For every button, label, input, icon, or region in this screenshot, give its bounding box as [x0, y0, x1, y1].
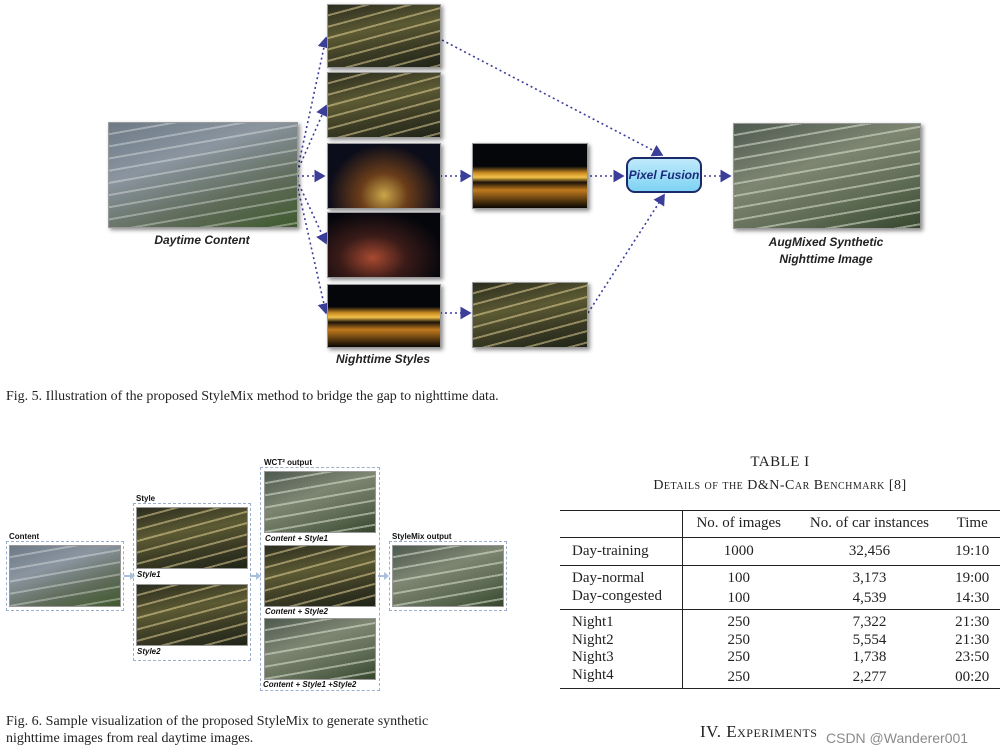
fig6-arrow-3 [378, 572, 389, 580]
fig6-style2-label: Style2 [137, 647, 161, 656]
table-cell: 1000 [723, 542, 754, 559]
table-title: TABLE I [750, 454, 810, 470]
pixel-fusion-box: Pixel Fusion [626, 157, 702, 193]
style3-output-image [472, 143, 588, 209]
fig6-cs2-image [264, 545, 376, 607]
fig6-wct-label: WCT² output [264, 458, 312, 467]
table-cell: 100 [727, 589, 751, 606]
table-cell: 19:00 [955, 570, 990, 586]
fig6-cs12-image [264, 618, 376, 680]
fig6-caption-line2: nighttime images from real daytime image… [6, 731, 254, 746]
table-row: Night1 250 7,322 21:30 [560, 609, 1000, 632]
arrow-to-style4 [296, 179, 328, 245]
style5-output-image [472, 282, 588, 348]
table-cell: 00:20 [955, 668, 990, 685]
table-cell: 5,554 [852, 631, 887, 648]
table-cell: 100 [727, 570, 751, 586]
table-cell: Night4 [560, 666, 683, 689]
fig6-content-label: Content [9, 532, 40, 541]
augmixed-image [733, 123, 921, 229]
table-cell: Night2 [560, 631, 683, 649]
fig6-caption-line1: Fig. 6. Sample visualization of the prop… [6, 714, 429, 729]
table-cell: 23:50 [955, 649, 990, 665]
table-header-row: No. of images No. of car instances Time [560, 510, 1000, 537]
table-subtitle: Details of the D&N-Car Benchmark [8] [653, 478, 907, 493]
arrow-to-style2 [296, 104, 328, 173]
arrow-style1-to-fusion [441, 39, 664, 157]
table-row: Night4 250 2,277 00:20 [560, 666, 1000, 689]
table-cell: Night1 [560, 609, 683, 632]
table-cell: 4,539 [852, 589, 887, 606]
table-cell: Day-training [560, 537, 683, 566]
fig6-style1-label: Style1 [137, 570, 161, 579]
fig6-content-box [6, 541, 124, 611]
nighttime-styles-label: Nighttime Styles [335, 352, 431, 366]
table-row: Day-training 1000 32,456 19:10 [560, 537, 1000, 566]
table-cell: 250 [727, 649, 751, 665]
fig6-content-image [9, 545, 121, 607]
table-cell: Day-normal [560, 565, 683, 588]
table-cell: Day-congested [560, 587, 683, 610]
fig6-stylemix-box [389, 541, 507, 611]
fig5-arrows [296, 36, 732, 320]
fig6-style-box [133, 503, 251, 661]
table-cell: Night3 [560, 649, 683, 667]
table-cell: 19:10 [955, 542, 990, 559]
fig6-cs2-label: Content + Style2 [265, 607, 328, 616]
fig6-arrow-2 [250, 572, 261, 580]
fig6-style-label: Style [136, 494, 156, 503]
table-cell: 21:30 [955, 614, 990, 630]
table-header-cell: Time [956, 515, 988, 531]
augmixed-label-line1: AugMixed Synthetic [768, 235, 884, 249]
table-cell: 21:30 [955, 631, 990, 648]
watermark: CSDN @Wanderer001 [826, 730, 969, 746]
daytime-content-image [108, 122, 298, 228]
style-image-4 [327, 212, 441, 278]
table-cell: 2,277 [852, 668, 887, 685]
table-cell: 250 [727, 668, 751, 685]
arrow-out2-to-fusion [587, 193, 665, 314]
table-cell: 32,456 [848, 542, 891, 559]
table-row: Night3 250 1,738 23:50 [560, 649, 1000, 667]
table-header-cell: No. of car instances [809, 515, 929, 531]
table-header-cell [560, 510, 683, 537]
fig6-wct-box [260, 467, 380, 691]
fig5-caption: Fig. 5. Illustration of the proposed Sty… [6, 389, 499, 404]
daytime-content-label: Daytime Content [154, 233, 250, 247]
arrow-to-style5 [296, 183, 331, 315]
fig6-arrows [124, 572, 389, 580]
fig6-stylemix-image [392, 545, 504, 607]
table-header-cell: No. of images [696, 515, 782, 531]
style-image-3 [327, 143, 441, 209]
table-row: Day-congested 100 4,539 14:30 [560, 587, 1000, 610]
table-cell: 250 [727, 614, 751, 630]
fig6-style2-image [136, 584, 248, 646]
section-heading: IV. Experiments [700, 722, 818, 741]
table-cell: 250 [727, 631, 751, 648]
fig6-style1-image [136, 507, 248, 569]
table-cell: 7,322 [852, 614, 887, 630]
table-row: Day-normal 100 3,173 19:00 [560, 565, 1000, 588]
table-cell: 14:30 [955, 589, 990, 606]
fig6-cs1-image [264, 471, 376, 533]
table-row: Night2 250 5,554 21:30 [560, 631, 1000, 649]
augmixed-label-line2: Nighttime Image [779, 252, 873, 266]
fig6-cs12-label: Content + Style1 +Style2 [263, 680, 357, 689]
benchmark-table: No. of images No. of car instances Time … [560, 510, 1000, 689]
style-image-5 [327, 284, 441, 348]
table-cell: 1,738 [852, 649, 887, 665]
arrow-to-style1 [296, 36, 331, 173]
style-image-1 [327, 4, 441, 68]
fig6-arrow-1 [124, 572, 135, 580]
style-image-2 [327, 72, 441, 138]
fig6-stylemix-label: StyleMix output [392, 532, 452, 541]
fig6-cs1-label: Content + Style1 [265, 534, 328, 543]
table-cell: 3,173 [852, 570, 887, 586]
